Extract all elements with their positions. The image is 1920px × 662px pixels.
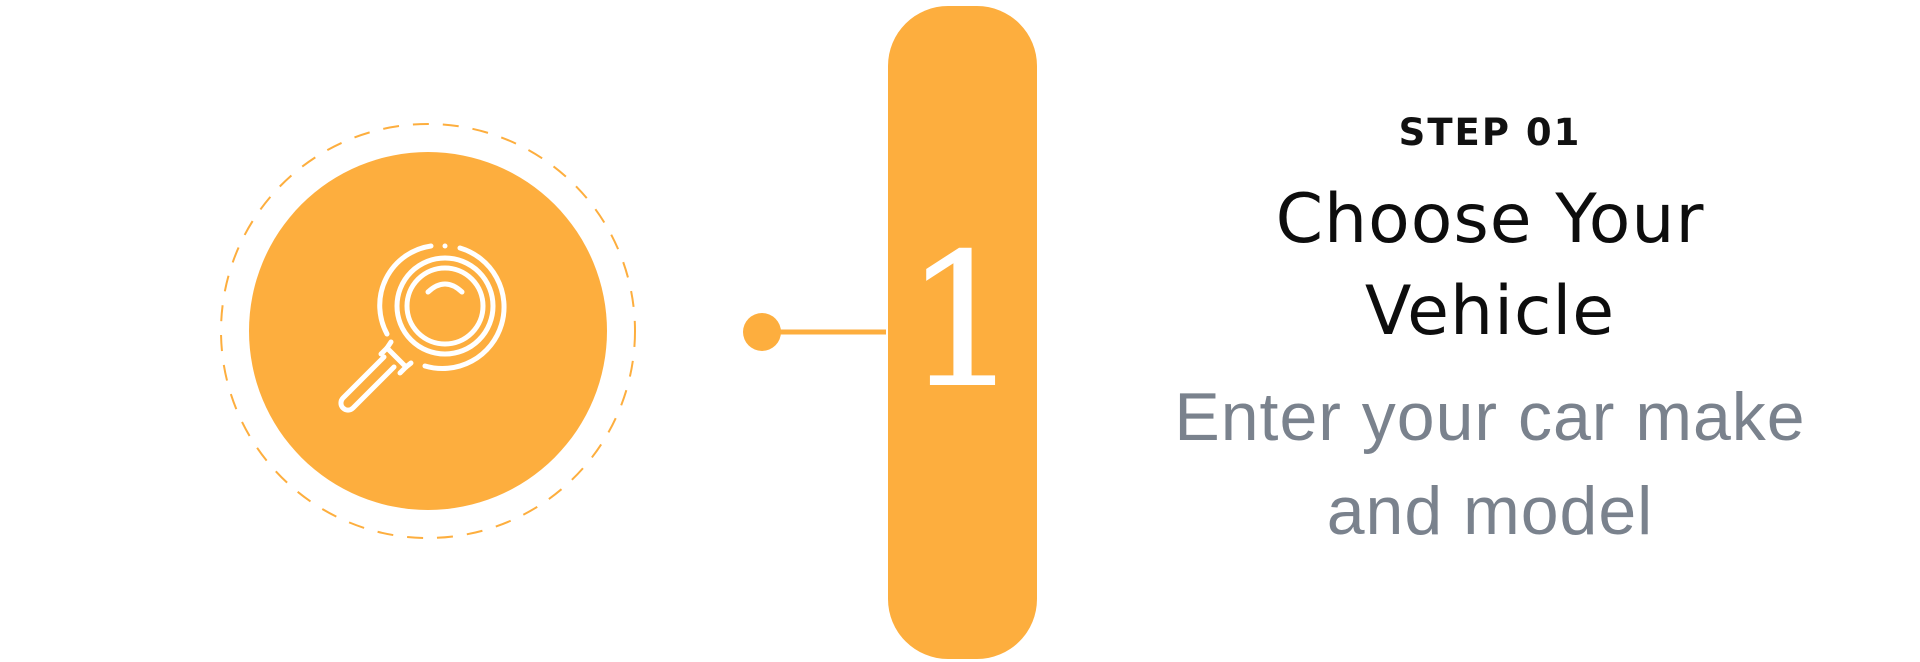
badge-circle bbox=[249, 152, 607, 510]
step-description: Enter your car make and model bbox=[1140, 370, 1840, 558]
step-description-line: Enter your car make bbox=[1174, 379, 1806, 455]
step-number-pill bbox=[888, 6, 1037, 659]
step-number: 1 bbox=[903, 213, 1022, 429]
step-icon-badge bbox=[219, 122, 637, 540]
dashed-ring bbox=[220, 123, 636, 539]
step-icon-graphic bbox=[220, 123, 636, 539]
magnifying-glass-icon bbox=[338, 243, 507, 413]
step-label: STEP 01 bbox=[1398, 111, 1582, 154]
step-title: Choose Your Vehicle bbox=[1140, 174, 1840, 358]
step-connector bbox=[742, 310, 886, 354]
step-text: STEP 01 Choose Your Vehicle Enter your c… bbox=[1140, 110, 1840, 558]
step-title-line: Choose Your bbox=[1275, 180, 1705, 259]
step-title-line: Vehicle bbox=[1364, 272, 1616, 351]
connector-dot bbox=[743, 313, 781, 351]
step-description-line: and model bbox=[1326, 473, 1654, 549]
